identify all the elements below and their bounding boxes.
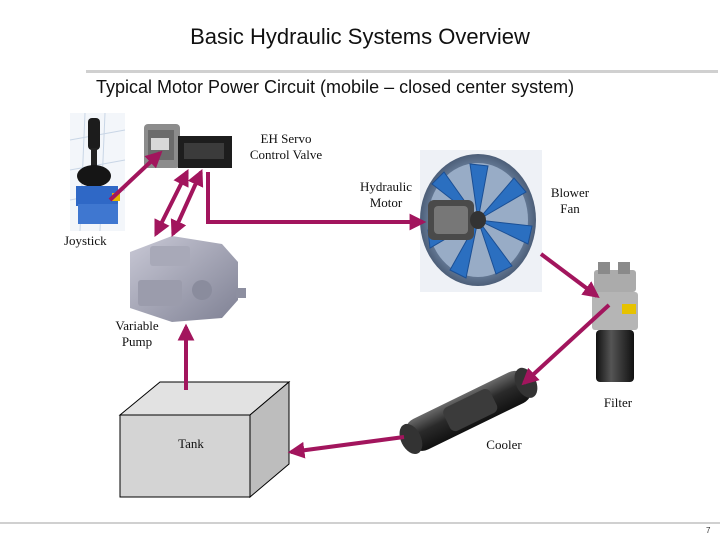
eh-servo-label: EH Servo Control Valve	[249, 131, 323, 162]
footer-divider	[0, 522, 720, 524]
flow-arrow-cooler-tank	[287, 435, 405, 459]
variable-pump-label: Variable Pump	[115, 318, 159, 349]
hydraulic-motor-fan-image	[420, 150, 542, 292]
joystick-label: Joystick	[64, 233, 107, 248]
tank-label: Tank	[178, 436, 204, 451]
variable-pump-image	[130, 236, 246, 322]
flow-arrow-valve-pump-a	[154, 168, 189, 238]
flow-arrow-joystick-valve	[108, 150, 163, 202]
title-divider	[86, 70, 718, 73]
cooler-label: Cooler	[486, 437, 522, 452]
flow-arrow-valve-motor	[206, 172, 427, 231]
tank-box	[118, 380, 291, 499]
flow-arrow-valve-pump-b	[170, 168, 204, 238]
blower-fan-label: Blower Fan	[550, 185, 590, 216]
filter-label: Filter	[603, 395, 633, 410]
flow-arrow-motor-filter	[539, 252, 600, 299]
joystick-image	[69, 112, 126, 232]
page-number: 7	[706, 526, 711, 535]
filter-image	[592, 262, 638, 382]
eh-servo-valve-image	[144, 124, 232, 168]
slide-subtitle: Typical Motor Power Circuit (mobile – cl…	[96, 77, 575, 97]
flow-arrow-filter-cooler	[521, 303, 611, 386]
hydraulic-motor-label: Hydraulic Motor	[360, 179, 412, 210]
slide-title: Basic Hydraulic Systems Overview	[190, 24, 530, 49]
